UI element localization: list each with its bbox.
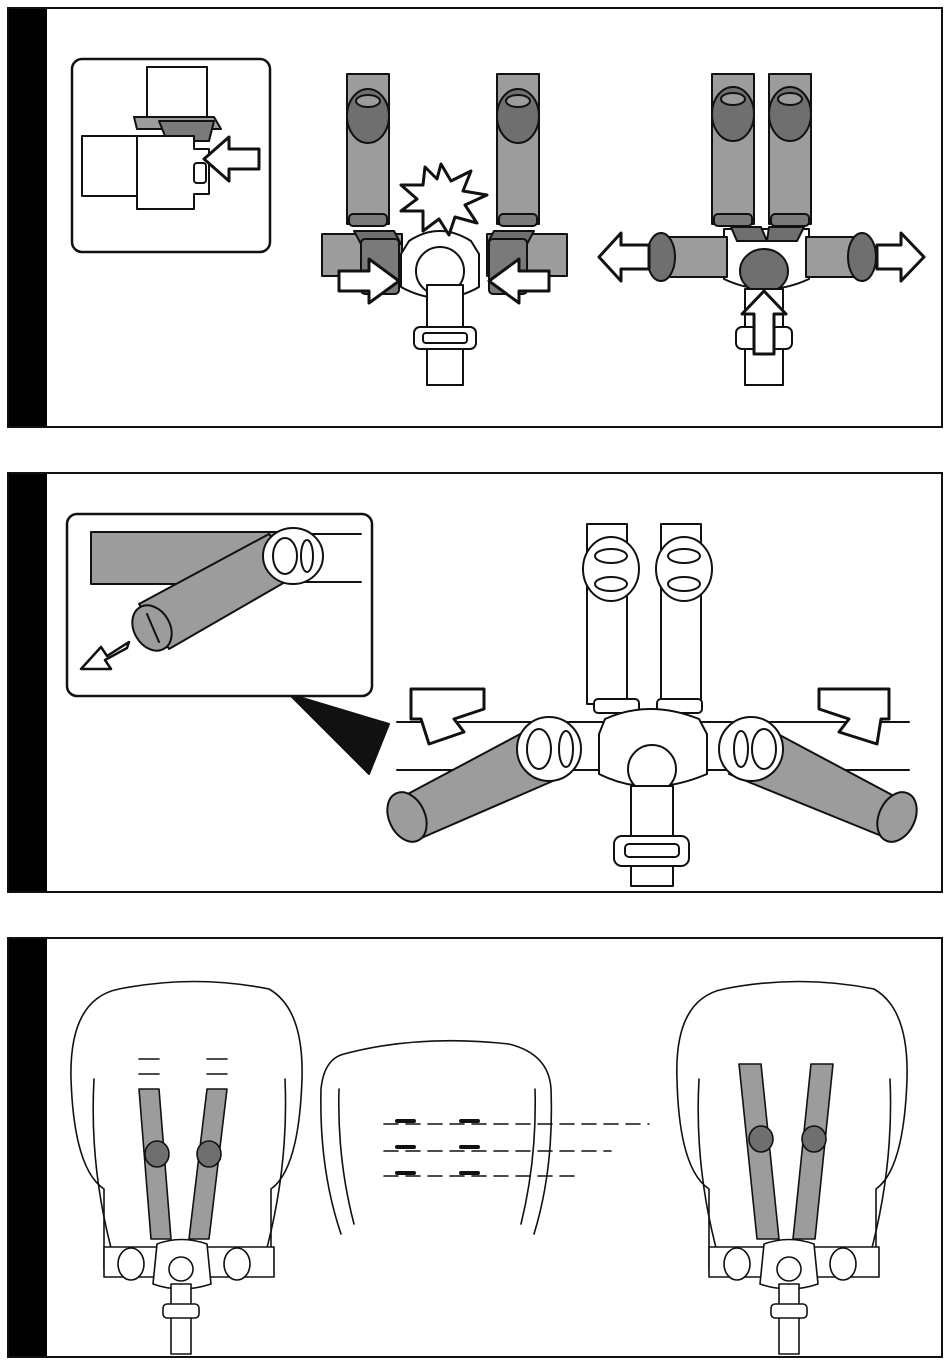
arrow-icon [599, 233, 649, 281]
arrow-icon [877, 233, 924, 281]
callout-pointer-icon [289, 694, 389, 774]
seat-back-slot-heights [321, 1041, 649, 1234]
arrow-icon [819, 689, 889, 744]
seat-back-low-slots [71, 982, 302, 1355]
burst-icon [401, 164, 487, 235]
shoulder-pad-icon [347, 89, 539, 143]
step-panel-remove-pads [7, 472, 943, 893]
seat-back-high-slots [677, 982, 907, 1355]
shoulder-height-illustration [9, 939, 941, 1356]
buckle-assembly-released [599, 74, 924, 385]
buckle-assembly-closed [322, 74, 567, 385]
harness-pads-sliding-off [380, 524, 925, 886]
step-panel-shoulder-height [7, 937, 943, 1358]
arrow-icon [411, 689, 484, 744]
step-panel-unbuckle [7, 7, 943, 428]
unbuckle-illustration [9, 9, 941, 426]
inset-pad-detail [67, 514, 389, 774]
inset-buckle-detail [72, 59, 270, 252]
remove-pads-illustration [9, 474, 941, 891]
